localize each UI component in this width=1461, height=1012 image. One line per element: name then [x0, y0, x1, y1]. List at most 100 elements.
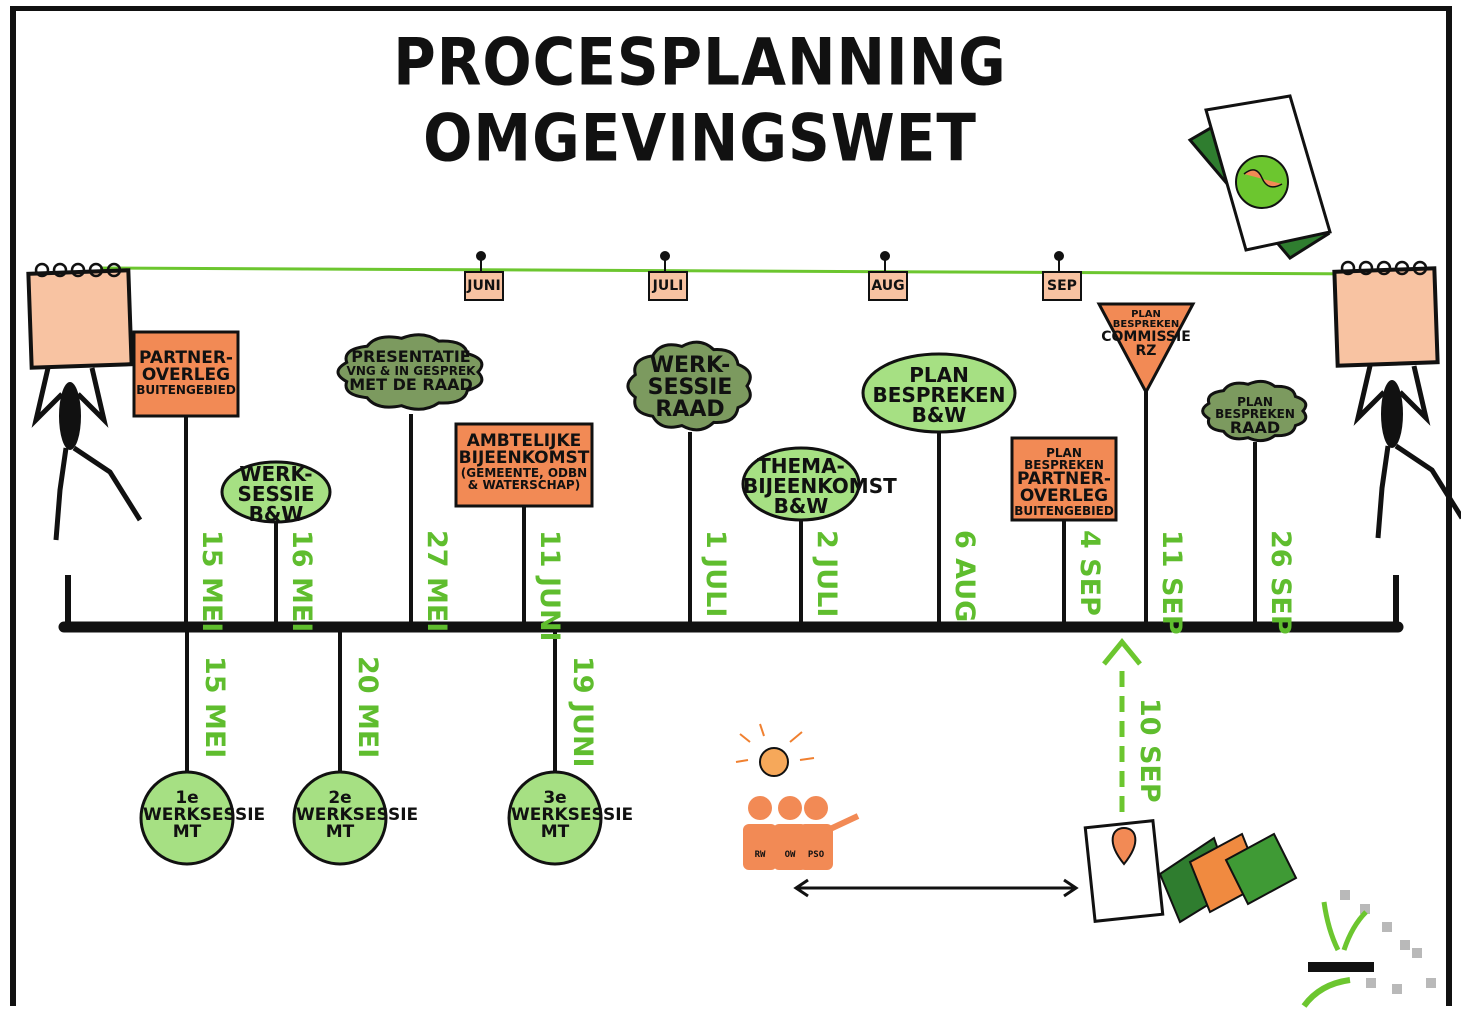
month-tag	[648, 271, 688, 301]
pin-icon	[1054, 251, 1064, 261]
event-date: 2 JULI	[811, 530, 842, 618]
event-triangle	[1096, 302, 1196, 396]
event-label-line: B&W	[911, 402, 967, 427]
event-tree	[1201, 379, 1308, 443]
event-label-line: & WATERSCHAP)	[467, 477, 581, 492]
logo-pixel	[1426, 978, 1436, 988]
event-date: 27 MEI	[421, 530, 452, 633]
event-oval	[861, 352, 1017, 434]
event-date: 26 SEP	[1265, 530, 1296, 635]
session-date: 15 MEI	[199, 656, 230, 759]
location-pin-icon	[1111, 826, 1137, 866]
event-label-line: BUITENGEBIED	[1014, 503, 1114, 518]
month-tag	[868, 271, 908, 301]
figure-left-arm	[31, 367, 64, 428]
event-label-line: THEMA-	[757, 453, 845, 478]
event-label-line: VNG & IN GESPREK	[346, 364, 476, 379]
globe-icon	[1235, 155, 1289, 209]
arrow-left-icon	[793, 878, 809, 898]
calendar-end	[1332, 266, 1440, 368]
session-label-line: WERKSESSIE	[511, 805, 634, 825]
pin-icon	[660, 251, 670, 261]
event-label-line: BUITENGEBIED	[136, 382, 236, 397]
page-title: PROCESPLANNING OMGEVINGSWET	[393, 23, 1007, 177]
event-label-line: PRESENTATIE	[351, 347, 471, 367]
figure-right-arm	[1398, 365, 1431, 426]
person-label: RW	[754, 850, 766, 860]
session-circle	[507, 770, 603, 866]
event-date: 1 JULI	[700, 530, 731, 618]
person-body	[773, 824, 807, 870]
month-tag	[464, 271, 504, 301]
month-tag-label: JUNI	[467, 278, 501, 294]
arrow-date: 10 SEP	[1134, 698, 1165, 803]
month-tag	[1042, 271, 1082, 301]
session-label-line: WERKSESSIE	[143, 805, 266, 825]
figure-left-arm	[76, 367, 109, 428]
event-label-line: AMBTELIJKE	[466, 430, 582, 451]
figure-right-leg	[1375, 445, 1391, 539]
event-label-line: RAAD	[1229, 417, 1281, 437]
session-date: 19 JUNI	[567, 656, 598, 768]
event-label-line: RZ	[1135, 343, 1157, 359]
startnotitie-doc	[1083, 819, 1165, 923]
event-sign	[454, 422, 594, 508]
event-tree	[626, 340, 752, 432]
logo-pixel	[1360, 904, 1370, 914]
calendar-ring-icon	[52, 262, 68, 278]
light-ray	[739, 733, 751, 743]
event-label-line: BIJEENKOMST	[743, 473, 897, 498]
globe-land	[1243, 169, 1283, 188]
event-date: 16 MEI	[286, 530, 317, 633]
event-date: 11 JUNI	[534, 530, 565, 642]
event-label-line: B&W	[773, 493, 829, 518]
calendar-ring-icon	[1412, 260, 1428, 276]
event-oval	[220, 460, 332, 524]
logo-pixel	[1366, 978, 1376, 988]
session-label-line: MT	[540, 822, 570, 842]
person-head	[778, 796, 802, 820]
calendar-ring-icon	[34, 262, 50, 278]
board-frame	[10, 6, 1452, 1006]
figure-left-leg	[53, 447, 69, 541]
event-label-line: COMMISSIE	[1101, 329, 1191, 345]
event-label-line: PARTNER-	[1017, 468, 1111, 489]
figure-right-arm	[1353, 365, 1386, 426]
doc-green-2	[1224, 832, 1298, 906]
event-date: 4 SEP	[1074, 530, 1105, 616]
person-label: OW	[784, 850, 796, 860]
session-label-line: 1e	[175, 788, 199, 808]
calendar-ring-icon	[1394, 260, 1410, 276]
logo-leaf	[1321, 901, 1341, 952]
session-circle	[292, 770, 388, 866]
session-label-line: MT	[172, 822, 202, 842]
light-ray	[759, 723, 765, 737]
light-ray	[789, 731, 803, 743]
event-label-line: WERK-	[649, 352, 731, 378]
month-tag-label: JULI	[652, 278, 684, 294]
calendar-ring-icon	[88, 262, 104, 278]
logo-pixel	[1340, 890, 1350, 900]
arrow-right-icon	[1063, 878, 1079, 898]
logo-leaf	[1341, 910, 1368, 951]
event-label-line: SESSIE	[237, 481, 315, 506]
arrow-up-icon	[1102, 638, 1142, 666]
month-tag-label: SEP	[1047, 278, 1077, 294]
event-label-line: RAAD	[655, 396, 725, 422]
event-oval	[741, 446, 861, 522]
lightbulb-icon	[759, 747, 789, 777]
person-body	[743, 824, 777, 870]
event-label-line: PLAN BESPREKEN	[1215, 394, 1295, 421]
event-tree	[336, 333, 484, 411]
